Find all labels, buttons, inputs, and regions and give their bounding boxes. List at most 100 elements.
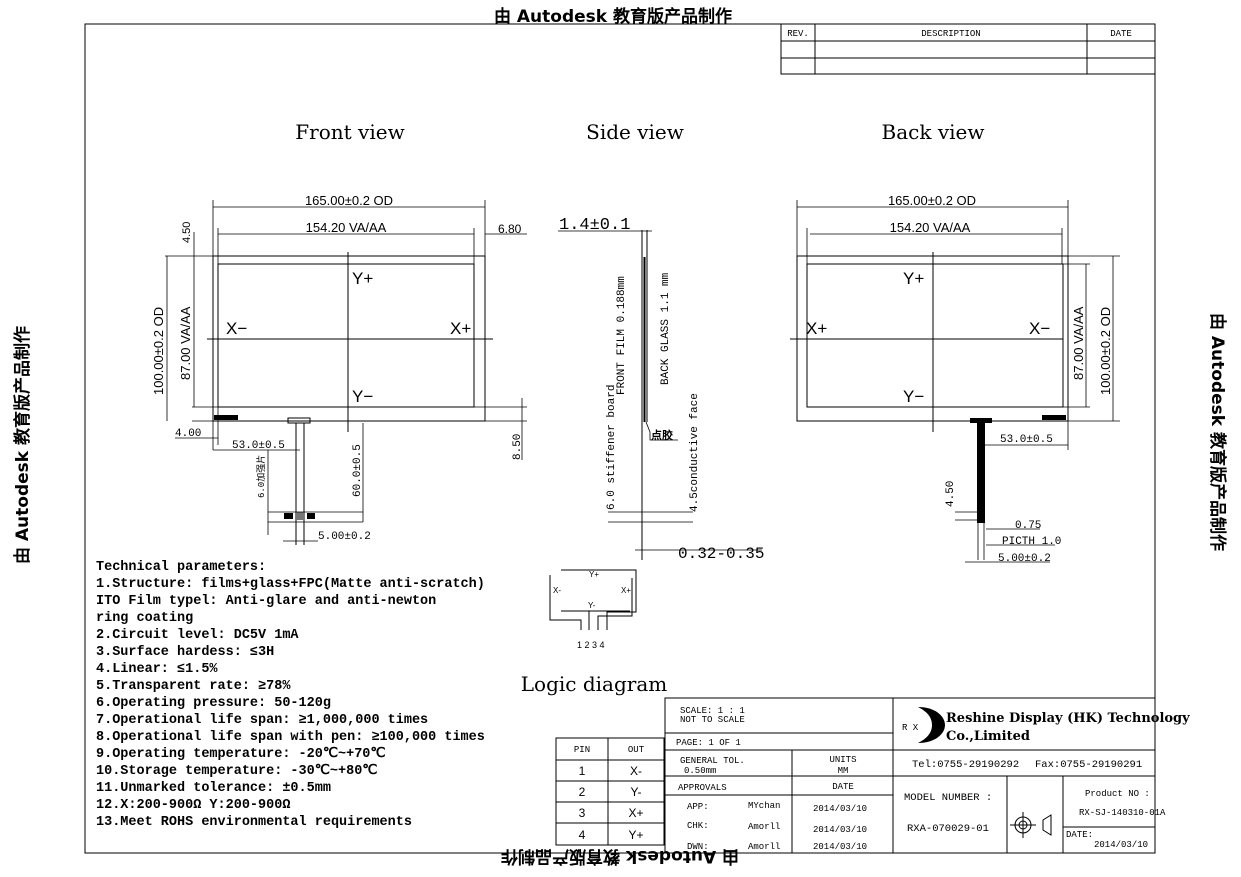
units: UNITS (829, 755, 856, 765)
back-label-x-minus: X− (1029, 319, 1050, 338)
dim-aa-height: 87.00 VA/AA (178, 306, 193, 380)
svg-text:APP:: APP: (687, 802, 709, 812)
dim-bottom-margin: 8.50 (512, 434, 524, 460)
technical-parameters: Technical parameters: 1.Structure: films+… (96, 560, 485, 830)
parameter-line: 5.Transparent rate: ≥78% (96, 679, 291, 694)
parameter-line: 9.Operating temperature: -20℃~+70℃ (96, 746, 386, 762)
svg-text:4: 4 (579, 828, 586, 842)
front-view-title: Front view (295, 120, 404, 144)
logic-x-plus: X+ (621, 586, 631, 595)
back-dim-aa-height: 87.00 VA/AA (1071, 306, 1086, 380)
not-to-scale: NOT TO SCALE (680, 715, 745, 725)
parameter-line: 8.Operational life span with pen: ≥100,0… (96, 730, 485, 745)
company-name: Reshine Display (HK) Technology (946, 711, 1190, 726)
parameter-line: ITO Film typel: Anti-glare and anti-newt… (96, 594, 436, 609)
back-view-title: Back view (882, 120, 985, 144)
back-dim-fpc-offset: 53.0±0.5 (1000, 434, 1053, 446)
date-label: DATE: (1066, 830, 1093, 840)
back-label-y-plus: Y+ (903, 269, 924, 288)
logic-diagram: Y+ Y- X- X+ 1 2 3 4 Logic diagram (521, 569, 667, 696)
svg-text:X+: X+ (628, 806, 643, 820)
page: PAGE: 1 OF 1 (676, 738, 741, 748)
table-row: 1 X- (579, 764, 642, 778)
parameter-line: 6.Operating pressure: 50-120g (96, 696, 331, 711)
back-dim-pin-width: 0.75 (1015, 520, 1041, 532)
back-dim-fpc-width: 5.00±0.2 (998, 553, 1051, 565)
watermark-right: 由 Autodesk 教育版产品制作 (1207, 313, 1228, 551)
dim-od-height: 100.00±0.2 OD (151, 307, 166, 395)
label-y-minus: Y− (352, 387, 373, 406)
tel: Tel:0755-29190292 (912, 759, 1019, 771)
parameter-line: ring coating (96, 611, 193, 626)
dim-fpc-offset: 53.0±0.5 (232, 440, 285, 452)
parameter-line: 1.Structure: films+glass+FPC(Matte anti-… (96, 577, 485, 592)
dim-aa-width: 154.20 VA/AA (306, 220, 387, 235)
company-name-2: Co.,Limited (946, 729, 1030, 744)
watermark-bottom: 由 Autodesk 教育版产品制作 (501, 846, 739, 867)
back-dim-pitch: PICTH 1.0 (1002, 536, 1061, 548)
parameter-line: 10.Storage temperature: -30℃~+80℃ (96, 763, 378, 779)
general-tol: GENERAL TOL. (680, 756, 745, 766)
dim-fpc-thickness: 0.32-0.35 (678, 545, 764, 563)
date-header: DATE (1110, 29, 1132, 39)
approvals: APPROVALS (678, 783, 727, 793)
table-row: 3 X+ (579, 806, 644, 820)
parameter-line: 2.Circuit level: DC5V 1mA (96, 628, 299, 643)
model-label: MODEL NUMBER : (904, 792, 992, 804)
parameter-line: 12.X:200-900Ω Y:200-900Ω (96, 798, 290, 813)
dim-top-margin: 4.50 (181, 222, 193, 243)
dim-stiffener: 6.0加强片 (255, 455, 267, 498)
svg-text:MYchan: MYchan (748, 801, 780, 811)
label-x-minus: X− (226, 319, 247, 338)
product-number: RX-SJ-140310-01A (1079, 808, 1166, 818)
parameter-line: 3.Surface hardess: ≤3H (96, 645, 274, 660)
back-label-y-minus: Y− (903, 387, 924, 406)
back-dim-od-width: 165.00±0.2 OD (888, 193, 976, 208)
watermark-left: 由 Autodesk 教育版产品制作 (12, 326, 33, 564)
dim-fpc-width: 5.00±0.2 (318, 531, 371, 543)
svg-text:Amorll: Amorll (748, 842, 780, 852)
pin-header: PIN (574, 745, 590, 755)
rev-header: REV. (787, 29, 809, 39)
dim-right-margin: 6.80 (498, 222, 522, 236)
back-label-x-plus: X+ (806, 319, 827, 338)
svg-text:2014/03/10: 2014/03/10 (813, 804, 867, 814)
company-logo: R X (902, 707, 945, 743)
logic-pins: 1 2 3 4 (577, 640, 605, 650)
side-view: 1.4±0.1 FRONT FILM 0.188mm 6.0 stiffener… (558, 216, 764, 563)
product-label: Product NO : (1085, 789, 1150, 799)
svg-text:Y-: Y- (631, 785, 642, 799)
revision-table: REV. DESCRIPTION DATE (780, 23, 1156, 75)
svg-text:Amorll: Amorll (748, 822, 780, 832)
projection-symbol-icon (1010, 812, 1052, 838)
svg-text:1: 1 (579, 764, 586, 778)
units-value: MM (838, 766, 849, 776)
parameter-line: Technical parameters: (96, 560, 266, 575)
dim-od-width: 165.00±0.2 OD (305, 193, 393, 208)
front-view: 165.00±0.2 OD 154.20 VA/AA 6.80 4.50 100… (151, 193, 527, 545)
svg-text:DWN:: DWN: (687, 842, 709, 852)
svg-text:2014/03/10: 2014/03/10 (813, 825, 867, 835)
svg-text:X-: X- (630, 764, 642, 778)
watermark-top: 由 Autodesk 教育版产品制作 (494, 6, 732, 27)
model-number: RXA-070029-01 (907, 823, 989, 835)
svg-text:2: 2 (579, 785, 586, 799)
sheet-border (84, 23, 1156, 854)
parameter-line: 13.Meet ROHS environmental requirements (96, 815, 412, 830)
parameter-line: 4.Linear: ≤1.5% (96, 662, 218, 677)
dim-thickness: 1.4±0.1 (559, 216, 630, 235)
logic-y-minus: Y- (588, 601, 596, 610)
svg-text:CHK:: CHK: (687, 821, 709, 831)
logic-x-minus: X- (553, 586, 561, 595)
label-conductive: 4.5conductive face (689, 393, 701, 512)
parameter-line: 7.Operational life span: ≥1,000,000 time… (96, 713, 428, 728)
svg-text:3: 3 (579, 806, 586, 820)
dim-left-offset: 4.00 (175, 428, 201, 440)
svg-text:R X: R X (902, 723, 919, 733)
back-dim-od-height: 100.00±0.2 OD (1098, 307, 1113, 395)
date-value: 2014/03/10 (1094, 840, 1148, 850)
label-front-film: FRONT FILM 0.188mm (616, 276, 628, 395)
svg-text:2014/03/10: 2014/03/10 (813, 842, 867, 852)
fax: Fax:0755-29190291 (1035, 759, 1142, 771)
